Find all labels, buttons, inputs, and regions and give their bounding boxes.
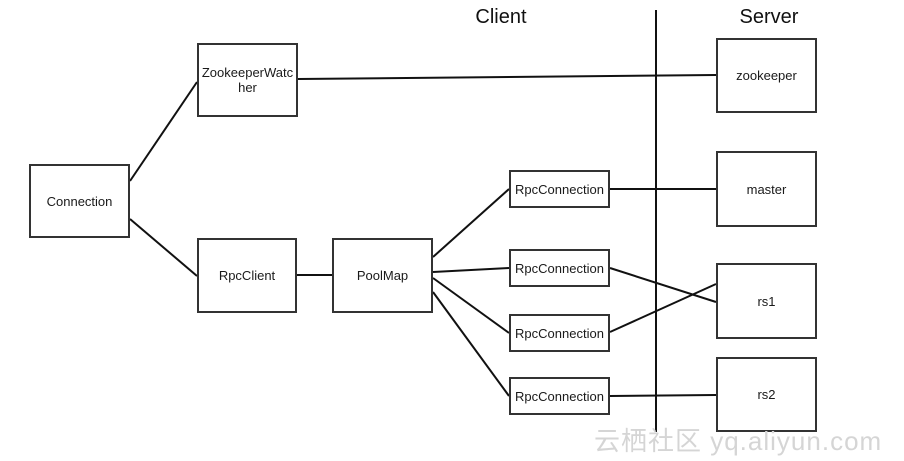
- edge-rpcconnection2-rs1: [609, 267, 717, 303]
- node-rpc-connection-1: RpcConnection: [509, 170, 610, 208]
- node-connection: Connection: [29, 164, 130, 238]
- node-rs2: rs2: [716, 357, 817, 432]
- node-pool-map: PoolMap: [332, 238, 433, 313]
- edge-poolmap-rpcconnection3: [432, 277, 510, 334]
- node-rs1: rs1: [716, 263, 817, 339]
- client-section-label: Client: [475, 6, 527, 28]
- node-zookeeper: zookeeper: [716, 38, 817, 113]
- node-master: master: [716, 151, 817, 227]
- edge-zookeeperwatcher-zookeeper: [297, 74, 717, 80]
- edge-poolmap-rpcconnection4: [432, 291, 510, 397]
- edge-poolmap-rpcconnection2: [432, 267, 510, 273]
- edge-rpcconnection3-rs1: [609, 283, 717, 333]
- node-zookeeper-watcher: ZookeeperWatcher: [197, 43, 298, 117]
- watermark: 云栖社区 yq.aliyun.com: [594, 426, 883, 456]
- edge-poolmap-rpcconnection1: [432, 188, 510, 258]
- edge-connection-rpcclient: [129, 218, 198, 277]
- server-section-label: Server: [739, 6, 799, 28]
- node-rpc-connection-2: RpcConnection: [509, 249, 610, 287]
- node-rpc-client: RpcClient: [197, 238, 297, 313]
- node-rpc-connection-4: RpcConnection: [509, 377, 610, 415]
- edge-connection-zookeeperwatcher: [129, 81, 198, 182]
- edge-rpcconnection4-rs2: [609, 394, 717, 397]
- node-rpc-connection-3: RpcConnection: [509, 314, 610, 352]
